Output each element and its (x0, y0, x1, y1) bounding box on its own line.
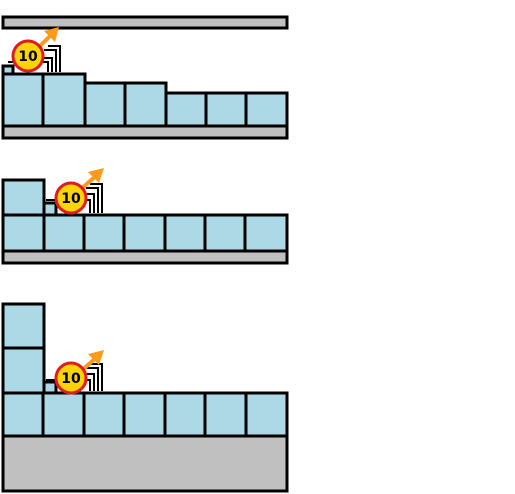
block (1, 64, 15, 76)
ceiling-bar (1, 15, 289, 30)
block (243, 213, 289, 253)
panel-3: 10 (1, 302, 289, 493)
ground-platform (1, 249, 289, 265)
block (163, 391, 207, 438)
block (82, 391, 126, 438)
panel-1: 10 (1, 15, 289, 140)
block (42, 380, 58, 395)
block (41, 391, 86, 438)
block (1, 302, 46, 350)
block (163, 213, 207, 253)
block (82, 213, 126, 253)
launch-arrow-icon (78, 168, 104, 192)
score-badge-icon: 10 (54, 181, 88, 215)
block (203, 391, 248, 438)
block (244, 391, 289, 438)
badge-value: 10 (18, 49, 38, 65)
block (1, 346, 46, 395)
ground-platform (1, 434, 289, 493)
block (122, 391, 167, 438)
score-badge-icon: 10 (54, 361, 88, 395)
badge-value: 10 (61, 371, 81, 387)
block (1, 391, 45, 438)
panel-2: 10 (1, 168, 289, 265)
badge-value: 10 (61, 191, 81, 207)
score-badge-icon: 10 (11, 39, 45, 73)
block (41, 72, 87, 128)
block (1, 72, 45, 128)
block (123, 81, 168, 128)
block (164, 91, 208, 128)
block (42, 201, 58, 217)
block (203, 213, 247, 253)
ground-platform (1, 124, 289, 140)
block (1, 178, 46, 217)
block (122, 213, 167, 253)
block (1, 213, 46, 253)
block (83, 81, 127, 128)
block (244, 91, 289, 128)
block (42, 213, 86, 253)
block (204, 91, 248, 128)
